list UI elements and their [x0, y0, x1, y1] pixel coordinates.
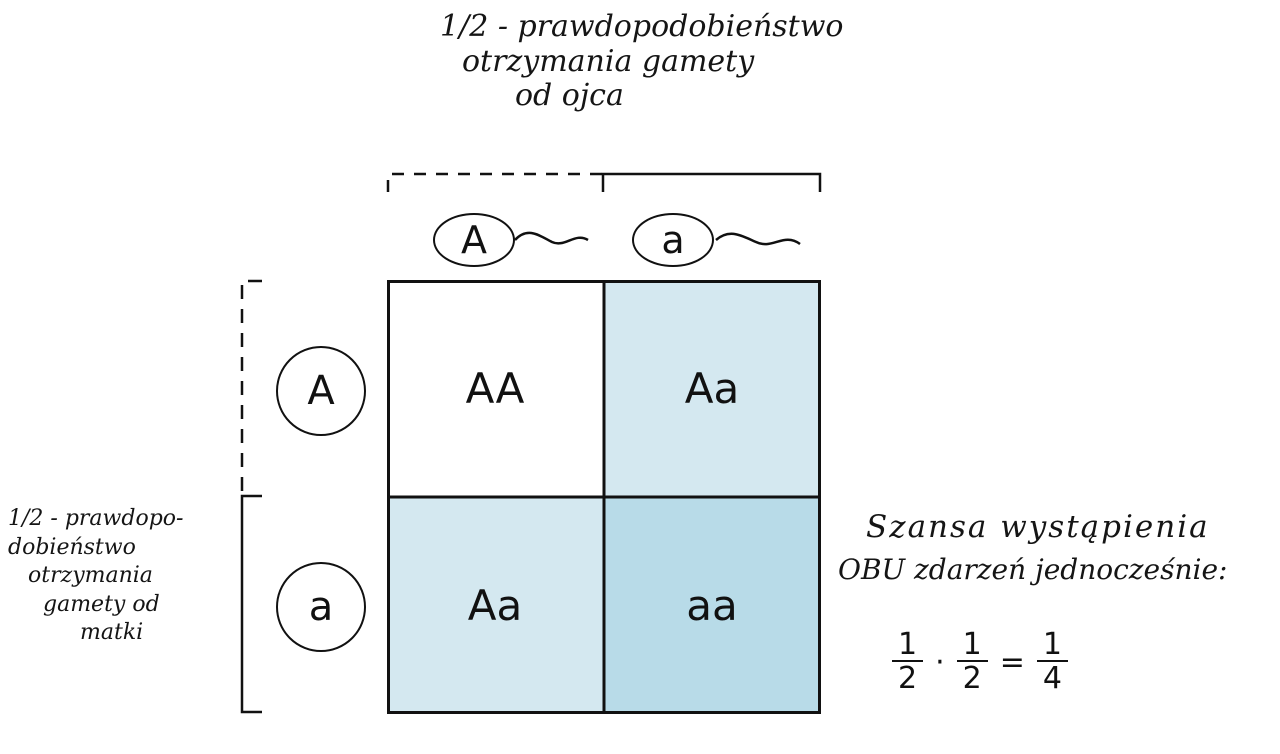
multiply-sign: · — [935, 644, 945, 680]
fraction-1-denominator: 2 — [898, 661, 918, 697]
joint-probability-note: Szansa wystąpienia OBU zdarzeń jednocześ… — [838, 505, 1278, 591]
joint-note-line-1: Szansa wystąpienia — [866, 509, 1210, 545]
sperm-tail-1 — [514, 231, 589, 245]
mother-note-line-4: gamety od — [43, 591, 160, 617]
fraction-3-numerator: 1 — [1036, 629, 1068, 663]
father-note-line-2: otrzymania gamety — [462, 43, 755, 79]
mother-gamete-A: A — [276, 346, 366, 436]
fraction-1: 1 2 — [892, 629, 924, 697]
fraction-3: 1 4 — [1036, 629, 1068, 697]
father-bracket-dashed — [386, 172, 603, 192]
punnett-square: AA Aa Aa aa — [387, 280, 821, 714]
mother-probability-note: 1/2 - prawdopo- dobieństwo otrzymania ga… — [8, 505, 233, 648]
mother-note-line-5: matki — [80, 620, 144, 646]
mother-gamete-a: a — [276, 562, 366, 652]
probability-formula: 1 2 · 1 2 = 1 4 — [884, 629, 1076, 697]
fraction-1-numerator: 1 — [892, 629, 924, 663]
fraction-2-denominator: 2 — [962, 661, 982, 697]
cell-Aa-bottom: Aa — [387, 497, 603, 713]
cell-Aa-top: Aa — [604, 280, 820, 496]
father-gamete-A: A — [433, 213, 515, 267]
sperm-tail-2 — [715, 232, 801, 246]
fraction-2: 1 2 — [956, 629, 988, 697]
mother-note-line-3: otrzymania — [28, 563, 153, 589]
mother-note-line-2: dobieństwo — [8, 534, 136, 560]
father-gamete-a: a — [632, 213, 714, 267]
mother-bracket-dashed — [240, 279, 262, 496]
father-bracket-solid — [601, 172, 822, 192]
father-probability-note: 1/2 - prawdopodobieństwo otrzymania game… — [440, 9, 860, 114]
mother-note-line-1: 1/2 - prawdopo- — [8, 506, 184, 531]
joint-note-line-2: OBU zdarzeń jednocześnie: — [838, 552, 1228, 586]
equals-sign: = — [999, 644, 1025, 680]
mother-bracket-solid — [240, 494, 262, 714]
fraction-3-denominator: 4 — [1042, 661, 1062, 697]
cell-AA: AA — [387, 280, 603, 496]
fraction-2-numerator: 1 — [956, 629, 988, 663]
cell-aa: aa — [604, 497, 820, 713]
father-note-line-1: 1/2 - prawdopodobieństwo — [440, 9, 844, 44]
father-note-line-3: od ojca — [515, 78, 624, 113]
